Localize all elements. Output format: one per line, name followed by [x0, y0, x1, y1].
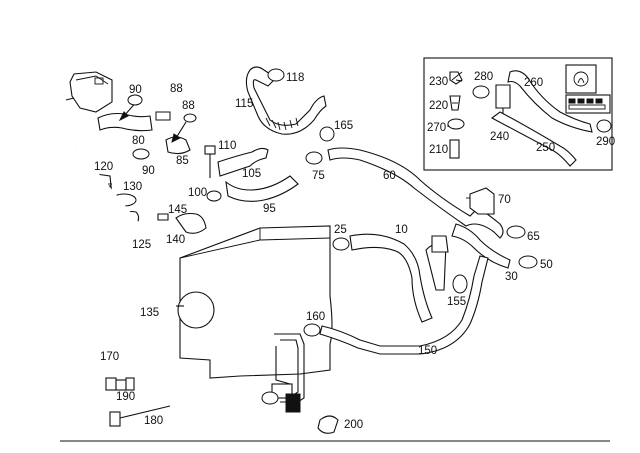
- expansion-tank: [65, 71, 113, 113]
- clamp-290: [596, 119, 612, 133]
- label-290: 290: [596, 136, 615, 148]
- label-160: 160: [306, 311, 325, 323]
- label-190: 190: [116, 391, 135, 403]
- label-250: 250: [536, 142, 555, 154]
- cable-tie-180: [109, 405, 171, 427]
- hose-105: [217, 147, 269, 177]
- label-88a: 88: [170, 83, 183, 95]
- label-10: 10: [395, 224, 408, 236]
- label-155: 155: [447, 296, 466, 308]
- label-88b: 88: [182, 100, 195, 112]
- part-labels: 10 25 30 50 60 65 70 75 80 85 88 88 90 9…: [94, 71, 615, 431]
- label-210: 210: [429, 144, 448, 156]
- hose-115: [245, 66, 327, 135]
- label-70: 70: [498, 194, 511, 206]
- label-170: 170: [100, 351, 119, 363]
- label-65: 65: [527, 231, 540, 243]
- clamp-88-b: [183, 113, 197, 123]
- clamp-25: [332, 237, 350, 251]
- label-115: 115: [235, 98, 253, 110]
- label-95: 95: [263, 203, 276, 215]
- bracket-70: [469, 187, 495, 215]
- clamp-50: [518, 255, 538, 269]
- label-125: 125: [132, 239, 151, 251]
- clamp-75: [305, 151, 323, 165]
- clamp-200: [317, 415, 339, 434]
- climate-panel-icon: [565, 64, 611, 114]
- leader-lines: [108, 79, 470, 199]
- label-150: 150: [418, 345, 437, 357]
- engine-block: [176, 225, 333, 379]
- label-240: 240: [490, 131, 509, 143]
- label-50: 50: [540, 259, 553, 271]
- elbow-230: [449, 71, 463, 85]
- label-105: 105: [242, 168, 261, 180]
- label-30: 30: [505, 271, 518, 283]
- clamp-155: [452, 274, 468, 294]
- clamp-280: [472, 85, 490, 99]
- label-60: 60: [383, 170, 396, 182]
- hose-250: [490, 111, 577, 167]
- hose-10: [349, 233, 433, 323]
- label-110: 110: [218, 140, 236, 152]
- fitting-top: [431, 235, 449, 253]
- label-118: 118: [286, 72, 304, 84]
- label-270: 270: [427, 122, 446, 134]
- bracket-140: [175, 212, 207, 234]
- label-80: 80: [132, 135, 145, 147]
- hose-260: [507, 70, 593, 133]
- clamp-270: [447, 118, 465, 130]
- label-220: 220: [429, 100, 448, 112]
- clamp-160: [303, 323, 321, 337]
- label-120: 120: [94, 161, 113, 173]
- label-90a: 90: [129, 84, 142, 96]
- clamp-100: [206, 190, 222, 202]
- clamp-118: [267, 68, 285, 82]
- clamp-90-low: [132, 148, 150, 160]
- label-140: 140: [166, 234, 185, 246]
- hose-60: [327, 147, 504, 239]
- hose-95: [225, 175, 299, 202]
- label-85: 85: [176, 155, 189, 167]
- tube-210: [449, 139, 460, 159]
- clamp-165: [319, 126, 335, 142]
- label-180: 180: [144, 415, 163, 427]
- label-130: 130: [123, 181, 142, 193]
- bolt-110: [204, 145, 216, 178]
- label-165: 165: [334, 120, 353, 132]
- label-230: 230: [429, 76, 448, 88]
- label-25: 25: [334, 224, 347, 236]
- label-280: 280: [474, 71, 493, 83]
- label-75: 75: [312, 170, 325, 182]
- label-100: 100: [188, 187, 207, 199]
- label-135: 135: [140, 307, 159, 319]
- label-260: 260: [524, 77, 543, 89]
- clamp-65: [506, 225, 526, 239]
- label-90b: 90: [142, 165, 155, 177]
- hose-150: [319, 255, 489, 355]
- hose-80: [97, 112, 153, 132]
- label-145: 145: [168, 204, 187, 216]
- connector-240: [495, 84, 511, 109]
- lower-pipes: [261, 333, 305, 413]
- clamp-88: [155, 111, 171, 121]
- clamp-90-top: [127, 94, 143, 106]
- clip-190: [105, 377, 135, 391]
- hose-30: [451, 223, 511, 269]
- label-200: 200: [344, 419, 363, 431]
- bolt-145: [157, 213, 169, 221]
- detail-inset: [423, 57, 613, 171]
